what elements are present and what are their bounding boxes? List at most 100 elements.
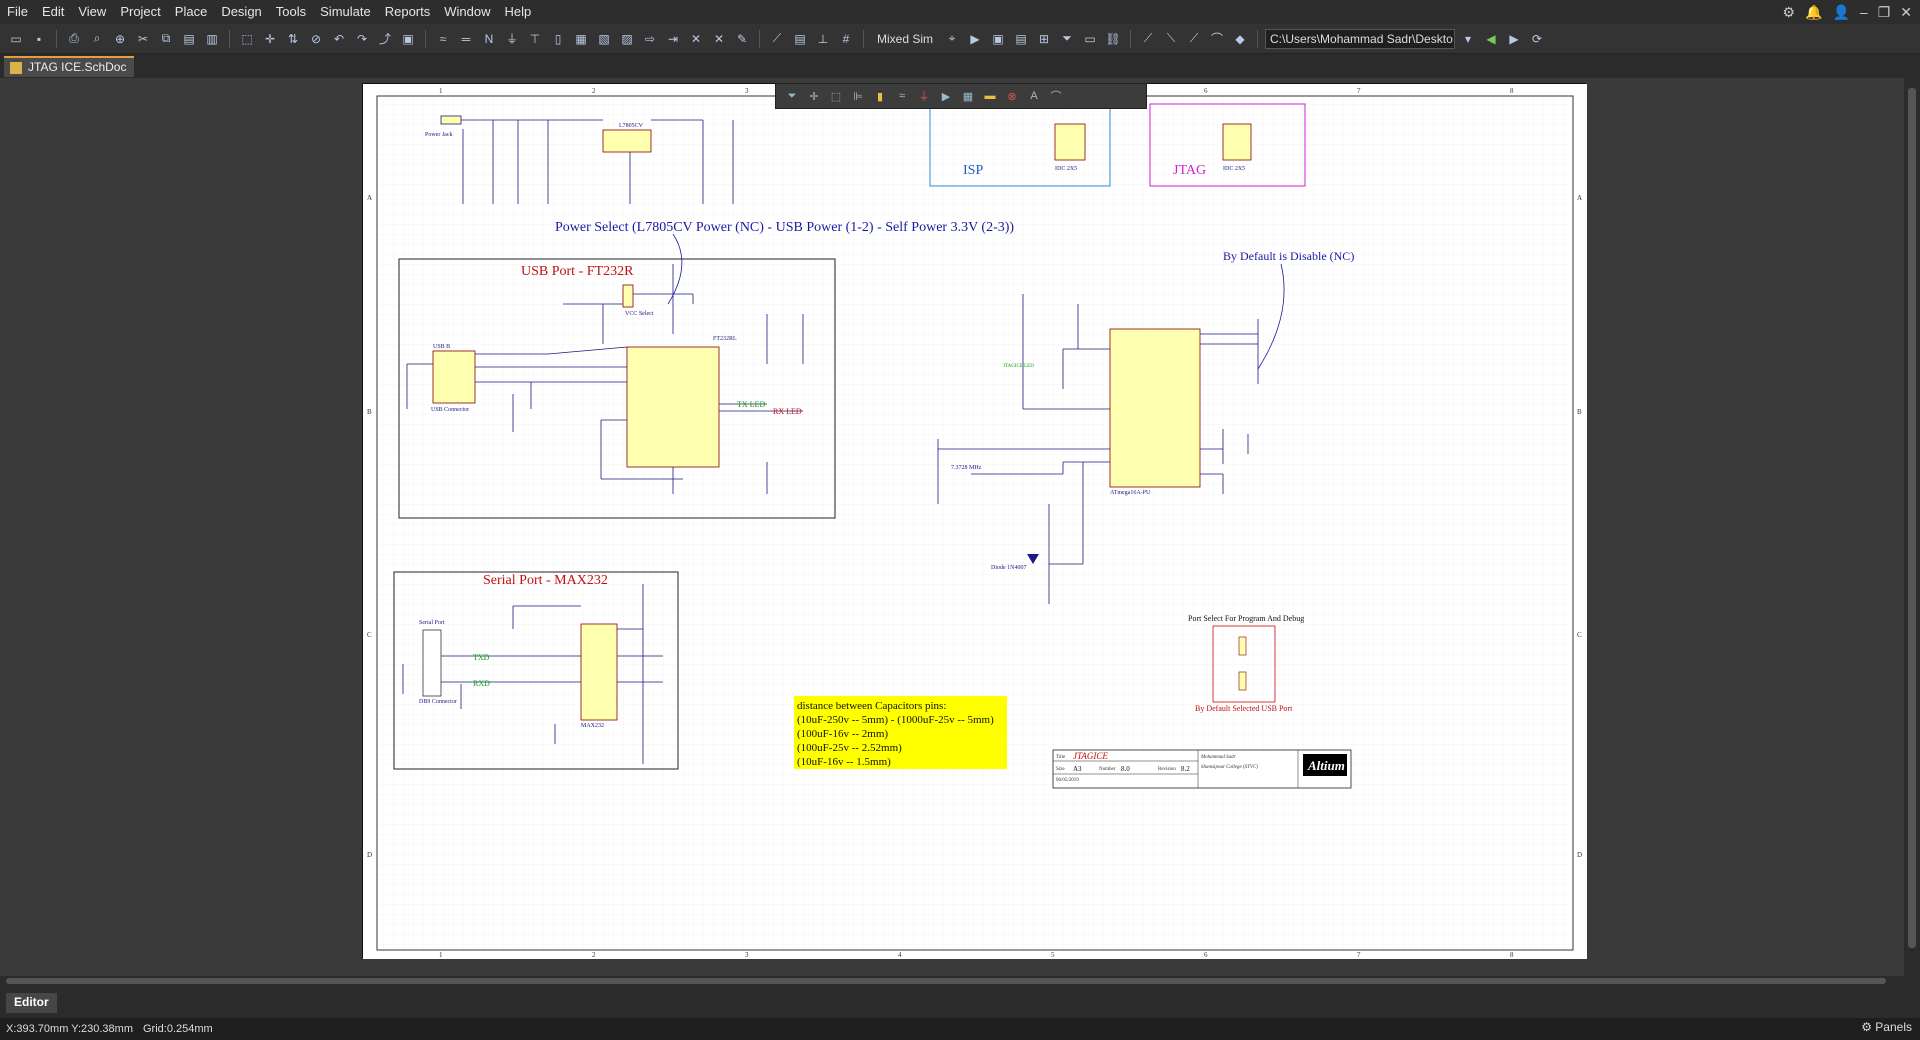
menu-tools[interactable]: Tools	[275, 4, 307, 19]
panels-button[interactable]: ⚙ Panels	[1861, 1020, 1912, 1034]
place-harness-icon[interactable]: ▦	[962, 90, 974, 103]
polyline-icon[interactable]: ⟋	[1189, 31, 1199, 45]
tab-jtag-ice-schdoc[interactable]: JTAG ICE.SchDoc	[4, 56, 135, 77]
device-sheet-icon[interactable]: ▨	[621, 31, 633, 46]
move-cross-icon[interactable]: ✛	[809, 90, 819, 103]
sheet-symbol-icon[interactable]: ▦	[575, 31, 587, 46]
grid-icon[interactable]: ▤	[794, 31, 806, 46]
menu-project[interactable]: Project	[120, 4, 161, 19]
restore-icon[interactable]: ❐	[1877, 3, 1891, 20]
sim-mode-label[interactable]: Mixed Sim	[877, 31, 934, 46]
sim-add-icon[interactable]: ⊞	[1038, 31, 1050, 46]
vertical-scrollbar[interactable]	[1904, 78, 1920, 976]
border-row-letters: A B C D A B C D	[367, 194, 1582, 859]
sim-run-icon[interactable]: ▶	[970, 31, 980, 46]
port-icon[interactable]: ⇨	[644, 31, 656, 46]
menu-window[interactable]: Window	[444, 4, 491, 19]
vertical-scroll-thumb[interactable]	[1908, 88, 1916, 948]
place-arc-icon[interactable]: ⌒	[1050, 91, 1062, 103]
wire-tool-2-icon[interactable]: ⟋	[1143, 31, 1153, 45]
place-sheet-icon[interactable]: ▬	[984, 90, 996, 102]
move-icon[interactable]: ✛	[264, 31, 276, 46]
zoom-icon[interactable]: ⌕	[93, 31, 101, 45]
dropdown-icon[interactable]: ▾	[1465, 31, 1472, 46]
place-probe-icon[interactable]: ⊥	[817, 31, 829, 46]
sim-link-icon[interactable]: ⛓	[1105, 31, 1121, 46]
align-left-icon[interactable]: ⊫	[853, 90, 863, 103]
bus-tool-2-icon[interactable]: ⟍	[1166, 31, 1176, 45]
forward-icon[interactable]: ▶	[1509, 31, 1519, 46]
save-icon[interactable]: ▪	[36, 31, 42, 46]
menu-help[interactable]: Help	[504, 4, 532, 19]
bell-icon[interactable]: 🔔	[1805, 3, 1823, 20]
schematic-sheet[interactable]: 1 2 3 4 5 6 7 8 1 2 3 4 5 6 7 8 A B C D …	[362, 83, 1587, 959]
no-erc-icon[interactable]: ⊗	[1007, 90, 1017, 103]
menu-design[interactable]: Design	[221, 4, 262, 19]
place-wire-icon[interactable]: ≈	[898, 90, 906, 102]
minimize-icon[interactable]: –	[1859, 4, 1868, 20]
select-rect-icon[interactable]: ⬚	[830, 90, 842, 103]
align-icon[interactable]: ⇅	[287, 31, 299, 46]
clear-filter-icon[interactable]: ⊘	[310, 31, 322, 46]
menu-simulate[interactable]: Simulate	[320, 4, 371, 19]
menu-edit[interactable]: Edit	[41, 4, 65, 19]
print-icon[interactable]: ⎙	[69, 31, 79, 45]
column-number: 7	[1357, 87, 1361, 95]
wire-icon[interactable]: ≈	[439, 31, 447, 46]
power-select-note: Power Select (L7805CV Power (NC) - USB P…	[555, 220, 1014, 235]
redo-icon[interactable]: ↷	[356, 31, 368, 46]
no-erc-icon[interactable]: ✕	[690, 31, 702, 46]
menu-view[interactable]: View	[78, 4, 107, 19]
place-gnd-icon[interactable]: ⏚	[918, 91, 930, 103]
horizontal-scroll-thumb[interactable]	[6, 978, 1886, 984]
document-path-field[interactable]: C:\Users\Mohammad Sadr\Deskto	[1265, 28, 1456, 49]
chart-icon[interactable]: ⟋	[772, 31, 782, 45]
user-icon[interactable]: 👤	[1832, 3, 1850, 20]
sheet-entry-icon[interactable]: ▧	[598, 31, 610, 46]
off-sheet-icon[interactable]: ⇥	[667, 31, 679, 46]
rubber-stamp-icon[interactable]: ▥	[206, 31, 218, 46]
sim-folder-icon[interactable]: ▭	[1084, 31, 1096, 46]
back-icon[interactable]: ◀	[1486, 31, 1496, 46]
place-part-icon[interactable]: ▮	[876, 90, 884, 103]
undo-icon[interactable]: ↶	[333, 31, 345, 46]
filter-icon[interactable]: ⏷	[787, 89, 797, 102]
horizontal-scrollbar[interactable]	[0, 976, 1904, 986]
close-icon[interactable]: ✕	[1900, 3, 1912, 20]
hierarchy-icon[interactable]: ▣	[402, 31, 414, 46]
cross-probe-icon[interactable]: ⤴	[378, 32, 391, 46]
cut-icon[interactable]: ✂	[137, 31, 149, 46]
pencil-icon[interactable]: ✎	[736, 31, 748, 46]
title-value: JTAGICE	[1073, 751, 1108, 761]
paste-icon[interactable]: ▤	[183, 31, 195, 46]
zoom-fit-icon[interactable]: ⊕	[114, 31, 126, 46]
tab-editor[interactable]: Editor	[6, 993, 57, 1013]
sim-results-icon[interactable]: ▤	[1015, 31, 1027, 46]
sim-settings-icon[interactable]: ▣	[992, 31, 1004, 46]
refresh-icon[interactable]: ⟳	[1531, 31, 1543, 46]
net-label-icon[interactable]: N	[484, 31, 494, 46]
select-area-icon[interactable]: ⬚	[241, 31, 253, 46]
sim-filter-icon[interactable]: ⏷	[1062, 31, 1072, 45]
open-icon[interactable]: ▭	[10, 31, 22, 46]
vcc-port-icon[interactable]: ⊤	[529, 31, 541, 46]
bus-icon[interactable]: ═	[461, 31, 471, 46]
menu-place[interactable]: Place	[174, 4, 208, 19]
part-icon[interactable]: ▯	[554, 31, 562, 46]
snap-grid-icon[interactable]: #	[842, 31, 850, 46]
probe-icon[interactable]: ⌖	[948, 31, 956, 45]
menu-file[interactable]: File	[7, 4, 28, 19]
menu-reports[interactable]: Reports	[384, 4, 431, 19]
arc-icon[interactable]: ⌒	[1211, 32, 1224, 46]
ic1-part-label: FT232RL	[713, 336, 737, 342]
row-letter: A	[367, 194, 372, 202]
gnd-port-icon[interactable]: ⏚	[505, 32, 518, 46]
no-erc-2-icon[interactable]: ✕	[713, 31, 725, 46]
place-port-icon[interactable]: ▶	[941, 90, 951, 103]
copy-icon[interactable]: ⧉	[161, 31, 171, 45]
tx-led-label: TX LED	[737, 400, 765, 409]
harness-icon[interactable]: ◆	[1235, 31, 1245, 46]
place-text-icon[interactable]: A	[1030, 90, 1038, 102]
gear-icon[interactable]: ⚙	[1782, 3, 1796, 20]
power-jack-label: Power Jack	[425, 132, 453, 138]
